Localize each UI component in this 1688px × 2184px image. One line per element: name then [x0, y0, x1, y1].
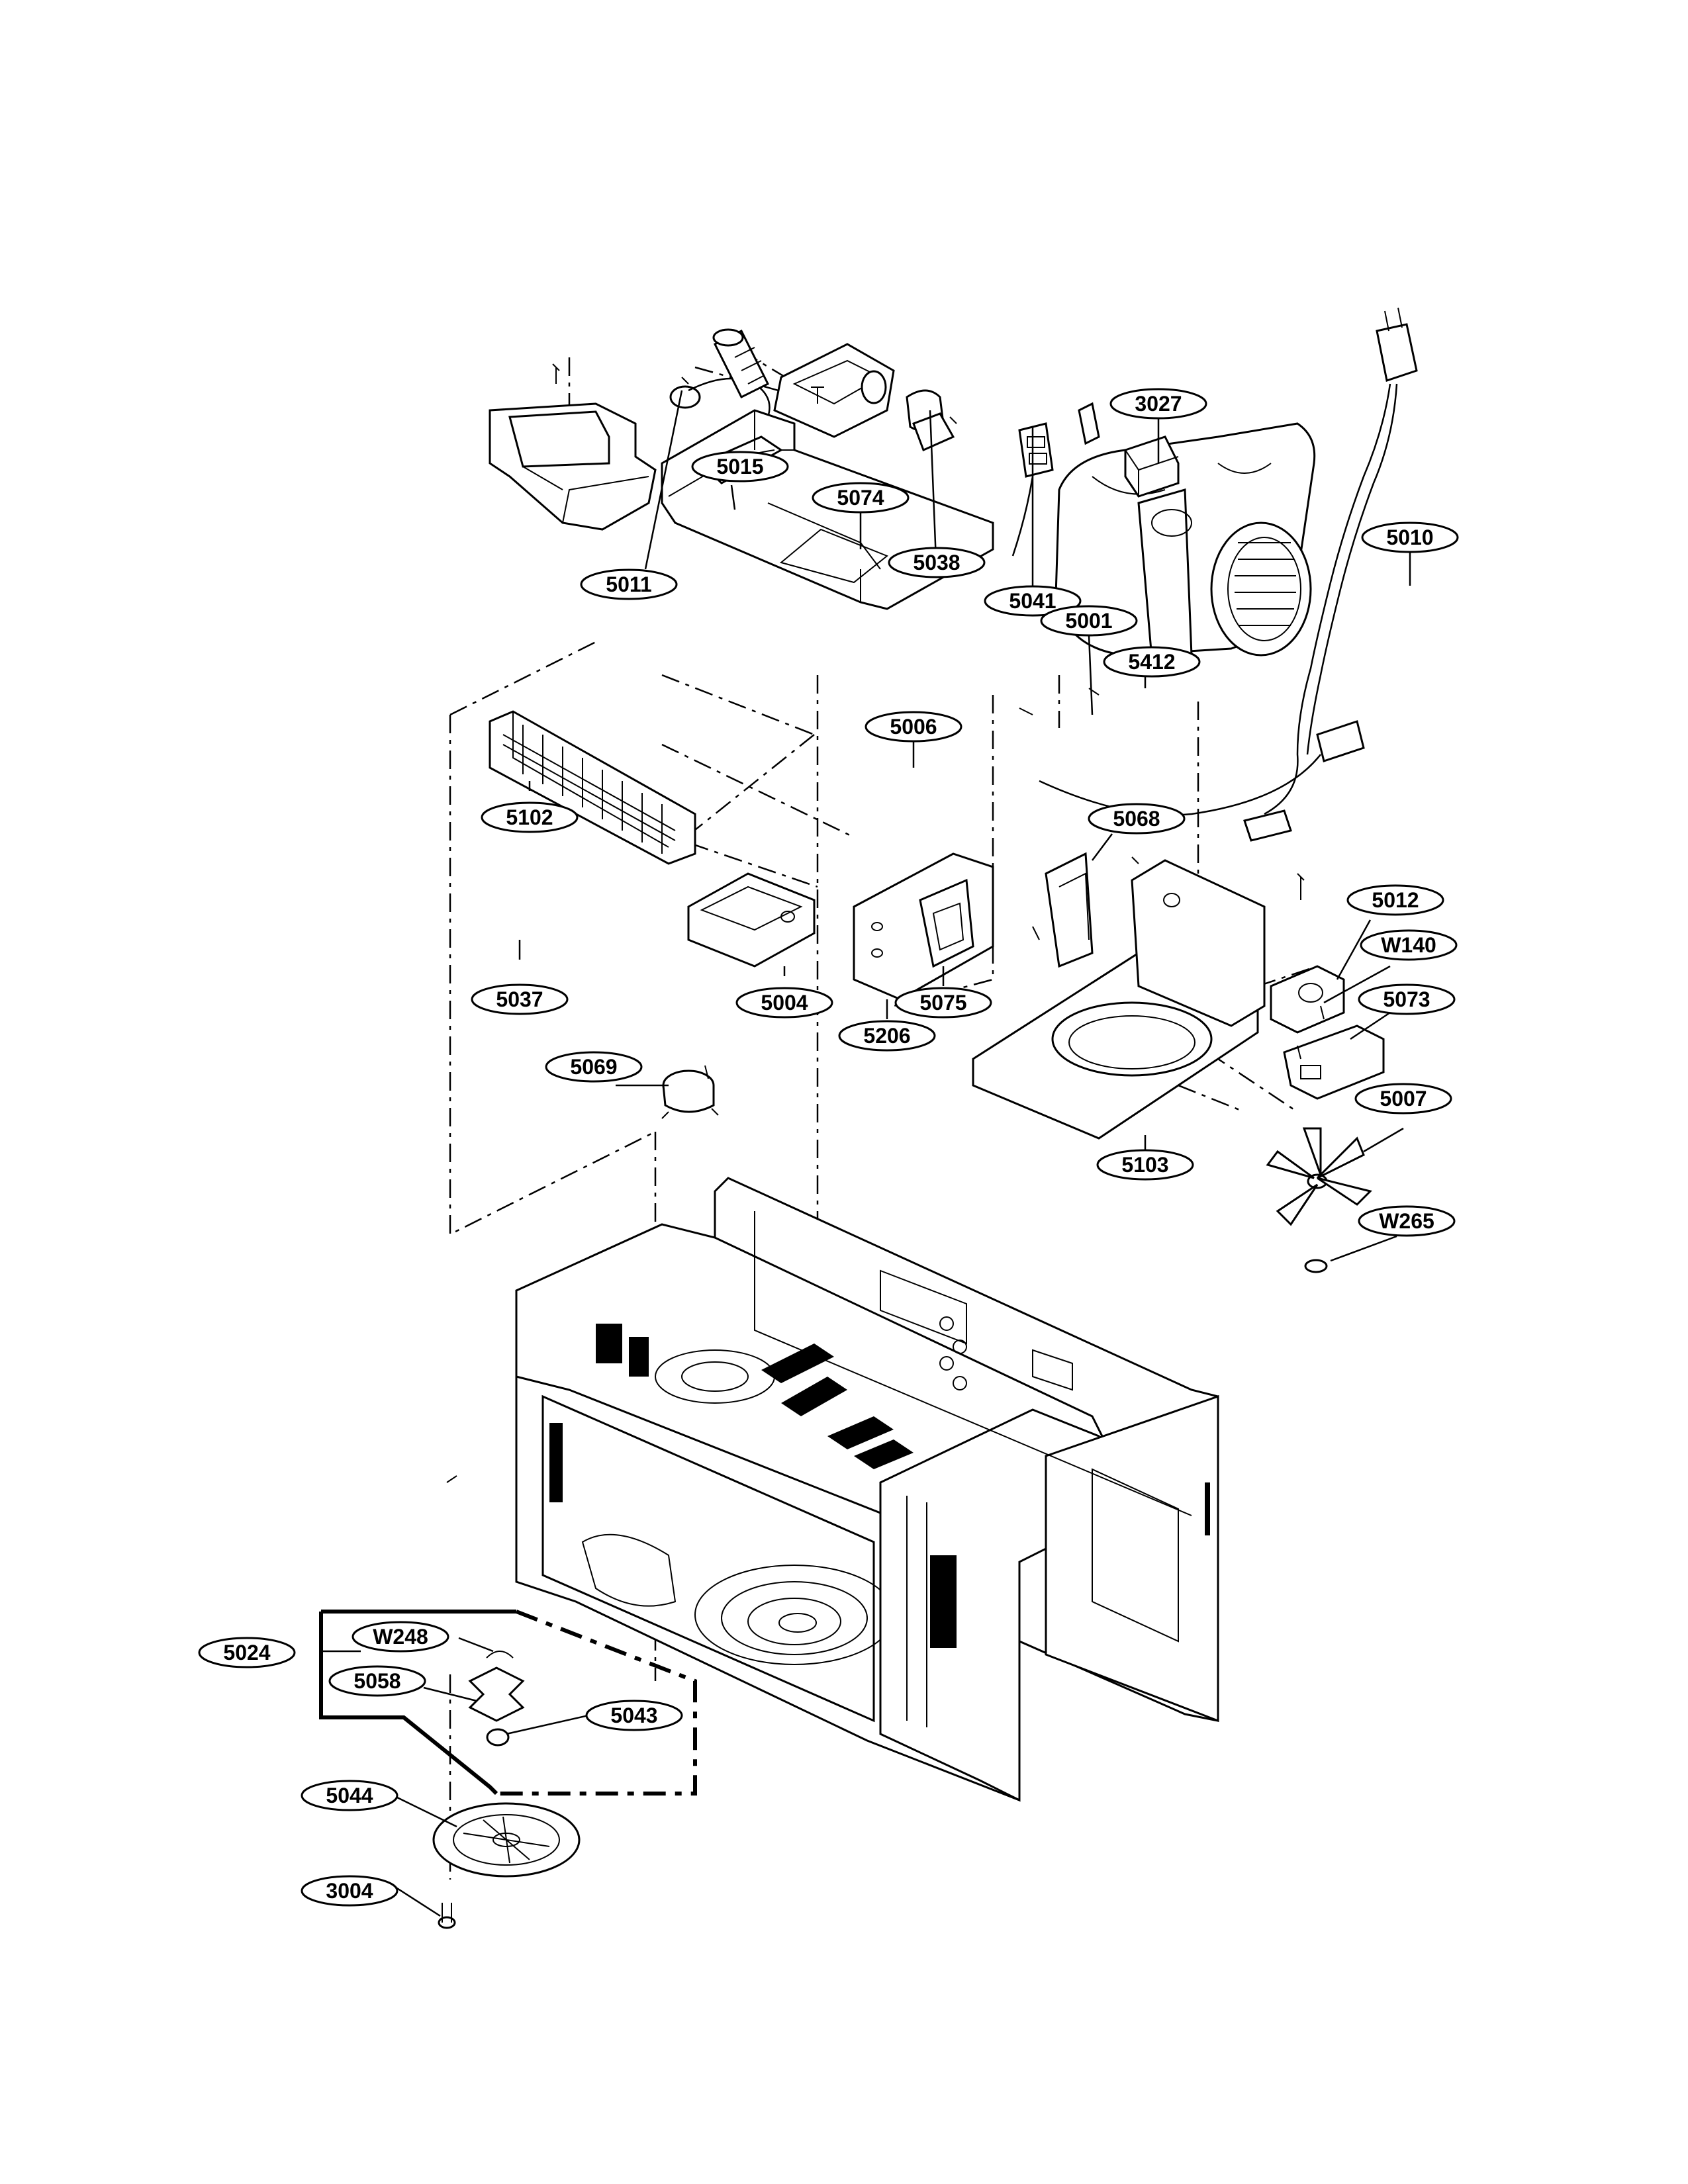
interlock-switch[interactable] [1018, 422, 1054, 478]
screws [446, 363, 1325, 1483]
callout-5037: 5037 [471, 983, 569, 1015]
callout-5010: 5010 [1361, 522, 1459, 553]
leader-lines [321, 390, 1411, 1917]
fuse-part[interactable] [1078, 402, 1100, 445]
callout-5103: 5103 [1096, 1149, 1194, 1181]
svg-text:5102: 5102 [506, 805, 553, 829]
svg-text:5412: 5412 [1128, 650, 1175, 674]
svg-text:5103: 5103 [1121, 1153, 1168, 1177]
callout-5074: 5074 [812, 482, 910, 514]
svg-text:5006: 5006 [890, 715, 937, 739]
callout-5011: 5011 [580, 569, 678, 600]
svg-text:5069: 5069 [570, 1055, 617, 1079]
callout-5073: 5073 [1358, 983, 1456, 1015]
turntable-group-outline [319, 1610, 697, 1796]
callout-5038: 5038 [888, 547, 986, 578]
svg-text:5044: 5044 [326, 1784, 373, 1807]
shaft-coupler[interactable] [486, 1728, 510, 1747]
callout-5012: 5012 [1346, 884, 1444, 916]
callout-5024: 5024 [198, 1637, 296, 1668]
svg-text:5024: 5024 [223, 1641, 270, 1664]
blower-motor-assembly[interactable] [1055, 422, 1316, 660]
svg-text:3004: 3004 [326, 1879, 373, 1903]
callout-5069: 5069 [545, 1051, 643, 1083]
callout-5043: 5043 [585, 1700, 683, 1731]
callout-3004: 3004 [301, 1875, 399, 1907]
svg-text:5001: 5001 [1065, 609, 1112, 633]
power-cord[interactable] [1039, 307, 1418, 842]
callout-5075: 5075 [894, 987, 992, 1019]
svg-text:5074: 5074 [837, 486, 884, 510]
svg-text:5041: 5041 [1009, 589, 1056, 613]
damper-assembly[interactable] [773, 343, 895, 438]
roller-guide[interactable] [468, 1666, 525, 1722]
fan-nut[interactable] [1304, 1259, 1328, 1273]
callout-5412: 5412 [1103, 646, 1201, 678]
control-board-bracket[interactable] [853, 852, 994, 1001]
svg-text:5206: 5206 [863, 1024, 910, 1048]
svg-text:5058: 5058 [353, 1669, 400, 1693]
svg-text:5007: 5007 [1380, 1087, 1427, 1111]
svg-text:5043: 5043 [610, 1704, 657, 1727]
callout-5007: 5007 [1354, 1083, 1452, 1115]
callout-5015: 5015 [691, 451, 789, 482]
switch-wire [1011, 476, 1034, 557]
svg-text:5012: 5012 [1372, 888, 1419, 912]
fan-blade[interactable] [1266, 1127, 1372, 1226]
vent-grilles [549, 1324, 1210, 1648]
coupler-ring[interactable] [486, 1651, 514, 1659]
oven-cavity[interactable] [515, 1177, 1219, 1802]
callout-3027: 3027 [1109, 388, 1207, 420]
damper-motor[interactable] [906, 389, 955, 452]
svg-text:W248: W248 [373, 1625, 428, 1649]
fan-base-plate[interactable] [972, 852, 1266, 1140]
callout-5004: 5004 [735, 987, 833, 1019]
svg-text:5010: 5010 [1386, 525, 1433, 549]
callout-5206: 5206 [838, 1020, 936, 1052]
callout-5044: 5044 [301, 1780, 399, 1811]
stirrer-motor[interactable] [661, 1069, 719, 1119]
hood-thermostat[interactable] [1270, 965, 1345, 1034]
svg-text:5004: 5004 [761, 991, 808, 1015]
callout-5102: 5102 [481, 801, 579, 833]
svg-text:W140: W140 [1381, 933, 1436, 957]
svg-text:5011: 5011 [606, 572, 651, 596]
charcoal-filter[interactable] [489, 710, 696, 865]
air-duct[interactable] [489, 402, 657, 531]
callout-W248: W248 [352, 1621, 449, 1653]
callout-5001: 5001 [1040, 605, 1138, 637]
nozzle-part[interactable] [712, 328, 770, 399]
thermal-cutout[interactable] [1124, 435, 1180, 498]
callout-5068: 5068 [1088, 803, 1186, 835]
svg-text:5038: 5038 [913, 551, 960, 574]
svg-text:3027: 3027 [1135, 392, 1182, 416]
callout-5041: 5041 [984, 585, 1082, 617]
svg-text:5075: 5075 [919, 991, 966, 1015]
thermistor-sensor[interactable] [669, 377, 788, 438]
lamp-socket-bracket[interactable] [1283, 1024, 1385, 1100]
turntable-ring[interactable] [432, 1802, 581, 1878]
svg-text:W265: W265 [1379, 1209, 1434, 1233]
svg-text:5037: 5037 [496, 987, 543, 1011]
turntable-support[interactable] [438, 1903, 456, 1929]
callout-W265: W265 [1358, 1205, 1456, 1237]
svg-text:5068: 5068 [1113, 807, 1160, 831]
lamp-bracket[interactable] [687, 872, 816, 968]
callout-5006: 5006 [865, 711, 962, 743]
callout-W140: W140 [1360, 929, 1458, 961]
svg-text:5073: 5073 [1383, 987, 1430, 1011]
callout-5058: 5058 [328, 1665, 426, 1697]
svg-text:5015: 5015 [716, 455, 763, 478]
